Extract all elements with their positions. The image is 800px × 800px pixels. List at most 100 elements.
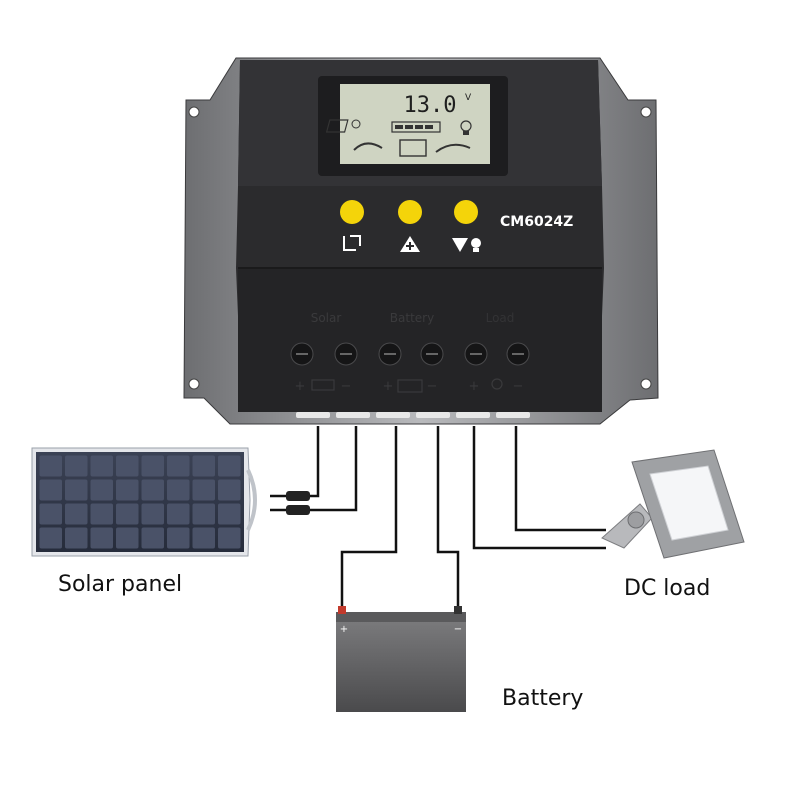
solar-negative-wire [270, 426, 358, 512]
load-negative-wire [514, 426, 606, 532]
plus-triangle-icon [400, 236, 420, 252]
polarity-mark: − [341, 379, 352, 394]
mount-hole [640, 378, 652, 390]
battery-top [336, 612, 466, 622]
load-positive-wire [472, 426, 606, 550]
terminal-mini-icons [311, 378, 503, 393]
lcd-sun-panel-icon [325, 119, 361, 133]
solar-cell [141, 503, 164, 525]
solar-cell [141, 479, 164, 501]
solar-cell [65, 455, 88, 477]
polarity-mark: + [469, 379, 480, 394]
solar-cell [65, 479, 88, 501]
wires [270, 426, 606, 612]
solar-panel-label: Solar panel [58, 572, 183, 597]
solar-cell [192, 479, 215, 501]
battery-positive-post [338, 606, 346, 614]
solar-cell [192, 455, 215, 477]
mc4-connectors [286, 491, 310, 515]
model-label: CM6024Z [500, 214, 573, 230]
polarity-mark: + [383, 379, 394, 394]
polarity-mark: − [427, 379, 438, 394]
mini-battery-icon [397, 379, 423, 393]
terminal-screw[interactable] [464, 342, 488, 366]
solar-cell [39, 479, 62, 501]
solar-cell [141, 527, 164, 549]
floodlight-lens [649, 465, 729, 541]
solar-cell [39, 503, 62, 525]
lcd-bulb-icon [460, 120, 472, 135]
solar-cell [218, 479, 241, 501]
terminal-polarity: + − + − + − [295, 379, 524, 394]
solar-positive-wire [270, 426, 320, 498]
solar-cell [167, 455, 190, 477]
solar-cell [192, 527, 215, 549]
terminal-screw[interactable] [334, 342, 358, 366]
lcd-screen [340, 84, 490, 164]
floodlight-bracket [601, 503, 653, 549]
solar-panel [31, 447, 257, 557]
solar-cell [90, 479, 113, 501]
battery-negative-sign: − [454, 624, 462, 635]
solar-cell [167, 527, 190, 549]
terminal-screws [290, 342, 530, 366]
solar-cell [218, 503, 241, 525]
battery-positive-sign: + [340, 624, 348, 635]
lcd-battery-icon [399, 139, 427, 157]
solar-cell [116, 527, 139, 549]
terminal-screw[interactable] [420, 342, 444, 366]
battery-negative-wire [436, 426, 460, 612]
terminal-label-solar: Solar [311, 311, 342, 325]
mini-panel-icon [311, 379, 335, 391]
lcd-unit: V [465, 93, 472, 103]
solar-cell [90, 503, 113, 525]
lcd-value: 13.0 [404, 93, 457, 118]
bracket-icon [343, 235, 361, 251]
battery-body [336, 620, 466, 712]
solar-cell [39, 455, 62, 477]
battery-label: Battery [502, 686, 584, 711]
terminal-screw[interactable] [506, 342, 530, 366]
dc-load-label: DC load [624, 576, 711, 601]
vent-slots [296, 412, 530, 418]
lcd-battery-bar-icon [391, 121, 441, 133]
solar-cell [167, 503, 190, 525]
lcd-arrow-icon [435, 143, 471, 153]
mini-bulb-icon [491, 378, 503, 390]
menu-button[interactable] [340, 200, 364, 224]
terminal-label-battery: Battery [390, 311, 434, 325]
terminal-screw[interactable] [290, 342, 314, 366]
solar-cell [116, 479, 139, 501]
terminal-screw[interactable] [378, 342, 402, 366]
solar-cell [39, 527, 62, 549]
mount-hole [640, 106, 652, 118]
solar-cell [116, 503, 139, 525]
solar-cell [192, 503, 215, 525]
solar-cell [90, 455, 113, 477]
polarity-mark: − [513, 379, 524, 394]
solar-cell [90, 527, 113, 549]
up-button[interactable] [398, 200, 422, 224]
solar-cell [65, 503, 88, 525]
battery-positive-wire [340, 426, 398, 612]
mount-hole [188, 106, 200, 118]
battery-negative-post [454, 606, 462, 614]
solar-cell [141, 455, 164, 477]
solar-cell [218, 527, 241, 549]
dc-load-floodlight [601, 449, 745, 559]
terminal-cover [238, 268, 602, 412]
battery: + − [336, 606, 466, 712]
solar-cell [65, 527, 88, 549]
load-bulb-icon [452, 238, 481, 252]
solar-cell [218, 455, 241, 477]
lcd-arrow-icon [353, 142, 383, 151]
load-button[interactable] [454, 200, 478, 224]
solar-cell [167, 479, 190, 501]
mount-hole [188, 378, 200, 390]
polarity-mark: + [295, 379, 306, 394]
solar-cell [116, 455, 139, 477]
terminal-label-load: Load [486, 311, 515, 325]
controller: 13.0 V CM6024Z [183, 57, 659, 425]
solar-cells [39, 455, 241, 549]
